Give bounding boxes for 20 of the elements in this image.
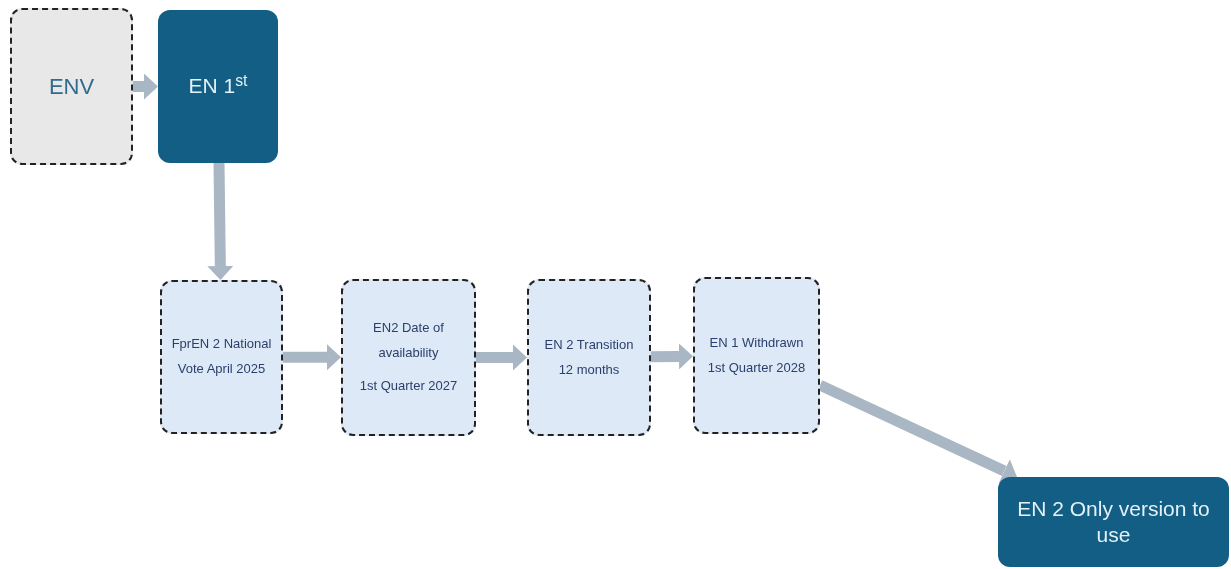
box-label: EN2 Date of availability (372, 319, 445, 363)
box-label: ENV (48, 73, 95, 101)
box-label: FprEN 2 National Vote April 2025 (170, 335, 273, 378)
process-box (693, 277, 820, 434)
block-arrow (133, 73, 158, 100)
box-label: 1st Quarter 2027 (359, 376, 458, 395)
process-box (998, 477, 1229, 567)
block-arrow (476, 344, 527, 371)
process-box (10, 8, 133, 165)
box-label: EN 2 Transition 12 months (543, 335, 635, 379)
box-label: EN 1$^{st}$ (188, 73, 248, 100)
process-box (341, 279, 476, 436)
block-arrow (207, 162, 234, 280)
process-box (158, 10, 278, 163)
block-arrow (283, 344, 341, 371)
block-arrow (650, 343, 693, 370)
box-label: EN 1 Withdrawn 1st Quarter 2028 (706, 333, 807, 377)
box-label: EN 2 Only version to use (1016, 495, 1211, 548)
process-box (527, 279, 651, 436)
process-box (160, 280, 283, 434)
